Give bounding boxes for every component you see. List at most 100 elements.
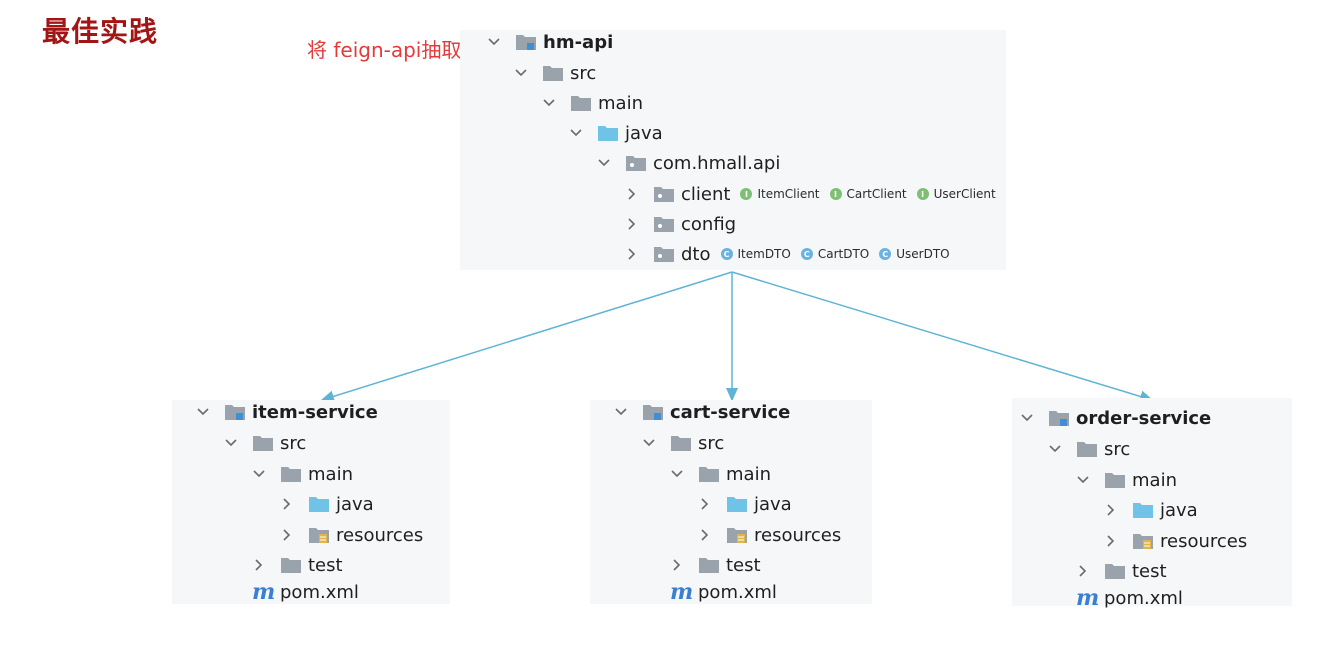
resources-folder-icon [1132,532,1154,550]
source-folder-icon [1132,501,1154,519]
class-icon: C [879,248,892,260]
tree-label: cart-service [670,401,791,423]
resources-folder-icon [726,526,748,544]
tree-label: java [754,493,792,515]
tree-label: pom.xml [698,581,777,603]
tree-node-src[interactable]: src [1048,434,1130,464]
chevron-right-icon[interactable] [625,247,639,261]
tree-node-main[interactable]: main [542,88,643,118]
chevron-right-icon[interactable] [698,497,712,511]
chevron-down-icon[interactable] [1020,411,1034,425]
module-folder-icon [1048,409,1070,427]
tree-node-resources[interactable]: resources [698,520,841,550]
chevron-right-icon[interactable] [625,187,639,201]
tree-node-src[interactable]: src [642,428,724,458]
tree-label: item-service [252,401,378,423]
tree-label: hm-api [543,31,614,53]
tree-label: main [598,92,643,114]
chevron-right-icon[interactable] [280,528,294,542]
tree-label: pom.xml [280,581,359,603]
tree-node-service-root[interactable]: order-service [1020,403,1211,433]
chevron-down-icon[interactable] [487,35,501,49]
folder-icon [1104,562,1126,580]
tree-node-test[interactable]: test [1076,556,1167,586]
tree-node-java[interactable]: java [1104,495,1198,525]
tree-node-java[interactable]: java [569,118,663,148]
chevron-right-icon[interactable] [280,497,294,511]
arrow-to-order-service [731,271,1154,403]
chevron-down-icon[interactable] [1076,473,1090,487]
tree-node-pom[interactable]: m pom.xml [670,577,777,607]
tree-node-java[interactable]: java [698,489,792,519]
package-icon [625,154,647,172]
tree-node-src[interactable]: src [224,428,306,458]
chevron-right-icon[interactable] [1076,564,1090,578]
tree-node-pom[interactable]: m pom.xml [252,577,359,607]
tree-node-main[interactable]: main [252,459,353,489]
tree-node-test[interactable]: test [670,550,761,580]
folder-icon [698,465,720,483]
chevron-down-icon[interactable] [514,66,528,80]
chevron-down-icon[interactable] [1048,442,1062,456]
chevron-right-icon[interactable] [625,217,639,231]
tree-label: main [308,463,353,485]
tree-node-pom[interactable]: m pom.xml [1076,583,1183,613]
source-folder-icon [726,495,748,513]
tree-node-resources[interactable]: resources [280,520,423,550]
folder-icon [280,465,302,483]
chevron-right-icon[interactable] [1104,503,1118,517]
tree-node-service-root[interactable]: item-service [196,397,378,427]
class-icon: C [720,248,733,260]
chevron-down-icon[interactable] [670,467,684,481]
chevron-down-icon[interactable] [252,467,266,481]
tree-label: src [280,432,307,454]
tree-node-src[interactable]: src [514,58,596,88]
tree-node-main[interactable]: main [1076,465,1177,495]
tree-label: resources [1160,530,1248,552]
arrow-to-item-service [320,271,733,403]
tree-node-hm-api[interactable]: hm-api [487,27,613,57]
tree-label: com.hmall.api [653,152,781,174]
chevron-right-icon[interactable] [252,558,266,572]
chevron-down-icon[interactable] [196,405,210,419]
order-service-tree-panel [1012,398,1292,606]
chevron-down-icon[interactable] [569,126,583,140]
chevron-down-icon[interactable] [597,156,611,170]
tree-node-test[interactable]: test [252,550,343,580]
tree-label: order-service [1076,407,1212,429]
chevron-right-icon[interactable] [1104,534,1118,548]
tree-node-resources[interactable]: resources [1104,526,1247,556]
package-icon [653,215,675,233]
chevron-down-icon[interactable] [542,96,556,110]
maven-icon: m [1076,585,1100,611]
chevron-down-icon[interactable] [614,405,628,419]
chevron-down-icon[interactable] [224,436,238,450]
tree-label: pom.xml [1104,587,1183,609]
package-icon [653,185,675,203]
tree-node-main[interactable]: main [670,459,771,489]
maven-icon: m [670,579,694,605]
chevron-right-icon[interactable] [670,558,684,572]
tree-node-config[interactable]: config [625,209,736,239]
folder-icon [542,64,564,82]
tree-node-package[interactable]: com.hmall.api [597,148,780,178]
resources-folder-icon [308,526,330,544]
chevron-right-icon[interactable] [698,528,712,542]
interface-icon: I [829,188,842,200]
chevron-down-icon[interactable] [642,436,656,450]
tree-node-service-root[interactable]: cart-service [614,397,790,427]
interface-icon: I [916,188,929,200]
folder-icon [252,434,274,452]
module-folder-icon [515,33,537,51]
folder-icon [1104,471,1126,489]
tree-node-java[interactable]: java [280,489,374,519]
